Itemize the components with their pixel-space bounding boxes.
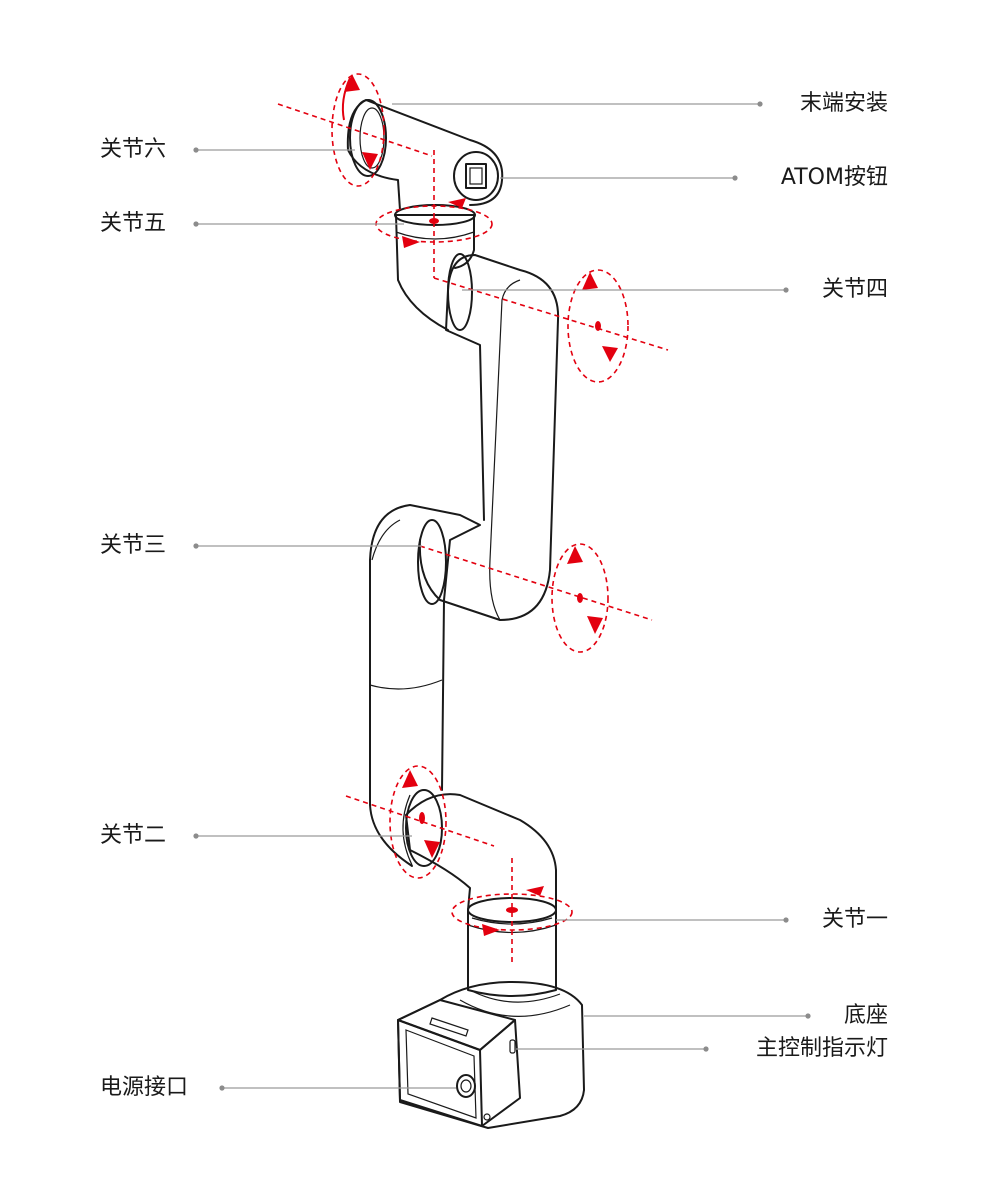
label-atom-button: ATOM按钮 xyxy=(740,165,888,191)
label-joint4: 关节四 xyxy=(790,277,888,303)
label-joint1: 关节一 xyxy=(790,907,888,933)
label-end-mount: 末端安装 xyxy=(760,91,888,117)
label-joint3: 关节三 xyxy=(100,533,166,559)
upper-arm xyxy=(418,254,558,620)
label-base: 底座 xyxy=(812,1003,888,1029)
base-unit xyxy=(398,982,584,1128)
indicator-light-icon xyxy=(510,1040,515,1053)
label-main-indicator: 主控制指示灯 xyxy=(712,1036,888,1062)
label-joint2: 关节二 xyxy=(100,823,166,849)
label-joint5: 关节五 xyxy=(100,211,166,237)
leader-lines xyxy=(193,101,810,1090)
label-power-port: 电源接口 xyxy=(100,1075,188,1101)
rotation-axes xyxy=(278,74,668,964)
label-joint6: 关节六 xyxy=(100,137,166,163)
power-port-icon xyxy=(457,1075,475,1097)
